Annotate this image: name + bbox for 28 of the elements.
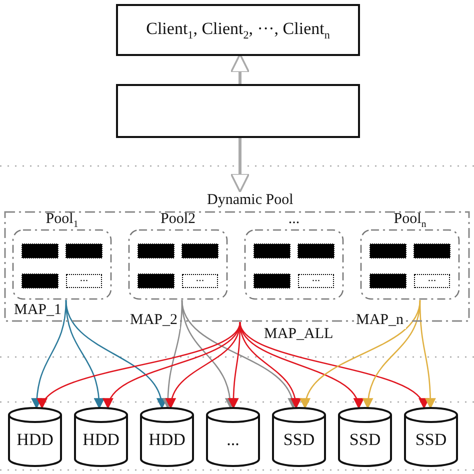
pool-label: Pool$_{n}$ xyxy=(392,211,428,230)
arrow xyxy=(230,138,250,193)
pool-label: Pool$_{1}$ xyxy=(44,211,80,230)
box-label: Client$_{1}$, Client$_{2}$, ···, Client$_{n}$ xyxy=(145,19,331,42)
pool-label: ... xyxy=(287,211,301,228)
empty-slot xyxy=(414,274,450,288)
disk-label: HDD xyxy=(82,430,120,450)
client-box xyxy=(116,4,360,56)
map-label: MAP_ALL xyxy=(262,326,336,343)
empty-slot xyxy=(66,274,102,288)
disk-label: ... xyxy=(226,430,240,450)
empty-slot xyxy=(182,274,218,288)
disk-label: HDD xyxy=(16,430,54,450)
slot-label: ... xyxy=(426,271,438,285)
empty-slot xyxy=(298,274,334,288)
disk-label: SSD xyxy=(282,430,316,450)
disk-label: SSD xyxy=(348,430,382,450)
slot-label: ... xyxy=(78,271,90,285)
process-box xyxy=(116,84,360,138)
map-label: MAP_1 xyxy=(12,302,64,319)
map-label: MAP_n xyxy=(354,312,406,329)
slot-label: ... xyxy=(310,271,322,285)
disk-label: HDD xyxy=(148,430,186,450)
disk-label: SSD xyxy=(414,430,448,450)
slot-label: ... xyxy=(194,271,206,285)
arrow xyxy=(301,300,421,410)
pool-label: Pool2 xyxy=(159,211,196,228)
arrow xyxy=(419,300,436,410)
